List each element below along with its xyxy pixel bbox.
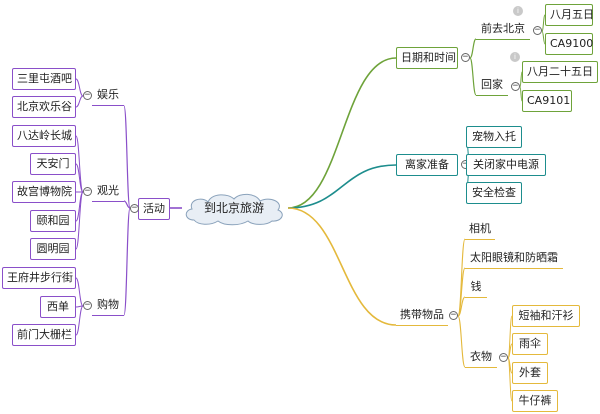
- return-node[interactable]: 回家: [476, 76, 508, 96]
- connector-sightseeing-item-2: [75, 163, 84, 193]
- connector-return: [469, 57, 477, 96]
- sightseeing-item-4[interactable]: 颐和园: [30, 210, 76, 232]
- connector-prep: [287, 164, 397, 209]
- entertainment-item-1[interactable]: 三里屯酒吧: [12, 68, 76, 90]
- datetime-collapse-toggle[interactable]: −: [461, 52, 470, 62]
- clothes-node[interactable]: 衣物: [465, 348, 497, 368]
- prep-item-2[interactable]: 关闭家中电源: [466, 154, 546, 176]
- connector-return-date: [519, 71, 523, 88]
- entertainment-item-2[interactable]: 北京欢乐谷: [12, 96, 76, 118]
- connector-carry-item-4: [457, 315, 466, 368]
- central-topic-label: 到北京旅游: [203, 201, 264, 215]
- clothes-collapse-toggle[interactable]: −: [499, 352, 508, 362]
- prep-item-1[interactable]: 宠物入托: [466, 126, 522, 148]
- datetime-node[interactable]: 日期和时间: [396, 47, 458, 69]
- shopping-node[interactable]: 购物: [92, 296, 124, 316]
- sightseeing-collapse-toggle[interactable]: −: [83, 186, 92, 196]
- connector-entertainment-item-1: [75, 78, 84, 97]
- depart-node[interactable]: 前去北京: [476, 20, 530, 40]
- connector-clothes-item-2: [507, 343, 513, 359]
- shopping-item-3[interactable]: 前门大栅栏: [12, 324, 76, 346]
- clothes-item-4[interactable]: 牛仔裤: [512, 390, 558, 412]
- connector-clothes-item-4: [507, 357, 513, 402]
- activity-node[interactable]: 活动: [138, 198, 170, 220]
- connector-depart-flight: [541, 30, 546, 45]
- sightseeing-node[interactable]: 观光: [92, 182, 124, 202]
- prep-node[interactable]: 离家准备: [396, 154, 458, 176]
- carry-collapse-toggle[interactable]: −: [449, 310, 458, 320]
- sightseeing-item-5[interactable]: 圆明园: [30, 238, 76, 260]
- shopping-item-2[interactable]: 西单: [40, 296, 76, 318]
- clothes-item-2[interactable]: 雨伞: [512, 333, 548, 355]
- cloud-shape: [185, 193, 283, 226]
- connector-carry-item-3: [457, 296, 466, 317]
- connector-sightseeing-item-5: [75, 191, 84, 250]
- depart-info-icon[interactable]: i: [513, 6, 523, 16]
- sightseeing-item-2[interactable]: 天安门: [30, 153, 76, 175]
- return-info-icon[interactable]: i: [510, 52, 520, 62]
- connector-shopping: [123, 207, 131, 316]
- carry-item-1[interactable]: 相机: [465, 220, 495, 240]
- return-collapse-toggle[interactable]: −: [511, 81, 520, 91]
- connector-sightseeing: [123, 200, 131, 209]
- sightseeing-item-1[interactable]: 八达岭长城: [12, 125, 76, 147]
- shopping-collapse-toggle[interactable]: −: [83, 300, 92, 310]
- shopping-item-1[interactable]: 王府井步行街: [2, 267, 76, 289]
- entertainment-collapse-toggle[interactable]: −: [83, 90, 92, 100]
- connector-entertainment-item-2: [75, 95, 84, 108]
- carry-item-3[interactable]: 钱: [465, 278, 487, 298]
- return-date[interactable]: 八月二十五日: [522, 61, 598, 83]
- connector-shopping-item-1: [75, 277, 84, 307]
- entertainment-node[interactable]: 娱乐: [92, 86, 124, 106]
- depart-collapse-toggle[interactable]: −: [533, 25, 542, 35]
- connector-carry-item-2: [457, 267, 466, 317]
- connector-sightseeing-item-1: [75, 135, 84, 193]
- connector-shopping-item-3: [75, 305, 84, 336]
- carry-item-2[interactable]: 太阳眼镜和防晒霜: [465, 249, 563, 269]
- connector-depart-date: [541, 14, 546, 32]
- connector-return-flight: [519, 86, 523, 102]
- depart-date[interactable]: 八月五日: [545, 4, 594, 26]
- central-topic[interactable]: 到北京旅游: [180, 190, 288, 226]
- connector-carry: [287, 207, 397, 326]
- connector-datetime: [287, 57, 397, 209]
- carry-node[interactable]: 携带物品: [396, 306, 448, 326]
- activity-collapse-toggle[interactable]: −: [130, 203, 139, 213]
- clothes-item-3[interactable]: 外套: [512, 362, 548, 384]
- connector-entertainment: [123, 105, 131, 209]
- connector-depart: [469, 38, 477, 59]
- sightseeing-item-3[interactable]: 故宫博物院: [12, 181, 76, 203]
- clothes-item-1[interactable]: 短袖和汗衫: [512, 305, 580, 327]
- depart-flight[interactable]: CA9100: [545, 33, 593, 55]
- return-flight[interactable]: CA9101: [522, 90, 572, 112]
- prep-item-3[interactable]: 安全检查: [466, 182, 522, 204]
